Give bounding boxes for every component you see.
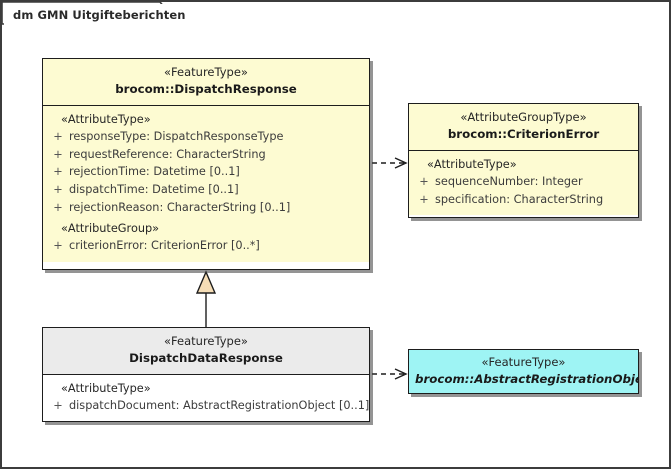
attribute-label: dispatchDocument: AbstractRegistrationOb… (69, 398, 370, 412)
visibility-marker: + (53, 398, 63, 412)
attribute-label: rejectionTime: Datetime [0..1] (69, 165, 240, 179)
class-dispatch-response[interactable]: «FeatureType» brocom::DispatchResponse «… (42, 58, 370, 270)
compartment-label-attributetype: «AttributeType» (427, 157, 517, 171)
visibility-marker: + (419, 174, 429, 188)
visibility-marker: + (53, 147, 63, 161)
class-header-dispatch-response: «FeatureType» brocom::DispatchResponse (43, 59, 369, 105)
compartment-label-attributetype: «AttributeType» (61, 112, 151, 126)
attribute-label: criterionError: CriterionError [0..*] (69, 238, 260, 252)
compartment-label-attributetype: «AttributeType» (61, 381, 151, 395)
class-name-label: brocom::DispatchResponse (115, 82, 297, 97)
class-abstract-registration-object[interactable]: «FeatureType» brocom::AbstractRegistrati… (408, 349, 639, 394)
attribute-label: specification: CharacterString (435, 192, 604, 206)
generalization-dispatchdataresponse-to-dispatchresponse[interactable] (195, 270, 217, 327)
class-dispatch-data-response[interactable]: «FeatureType» DispatchDataResponse «Attr… (42, 327, 370, 422)
class-body-dispatch-data-response: «AttributeType» + dispatchDocument: Abst… (43, 374, 369, 421)
visibility-marker: + (53, 129, 63, 143)
class-name-label: brocom::CriterionError (447, 127, 600, 142)
visibility-marker: + (53, 183, 63, 197)
stereotype-label: «AttributeGroupType» (460, 110, 587, 124)
attribute-row[interactable]: + dispatchDocument: AbstractRegistration… (47, 397, 369, 415)
class-header-criterion-error: «AttributeGroupType» brocom::CriterionEr… (409, 104, 638, 150)
visibility-marker: + (53, 238, 63, 252)
attribute-row[interactable]: + specification: CharacterString (413, 191, 634, 209)
class-name-label: brocom::AbstractRegistrationObject (415, 372, 639, 387)
attribute-row[interactable]: + rejectionTime: Datetime [0..1] (47, 163, 365, 181)
stereotype-label: «FeatureType» (164, 65, 248, 79)
class-criterion-error[interactable]: «AttributeGroupType» brocom::CriterionEr… (408, 103, 639, 218)
attribute-label: dispatchTime: Datetime [0..1] (69, 183, 239, 197)
attribute-label: responseType: DispatchResponseType (69, 129, 284, 143)
attribute-label: sequenceNumber: Integer (435, 174, 583, 188)
attribute-row[interactable]: + criterionError: CriterionError [0..*] (47, 237, 365, 255)
class-divider (43, 373, 369, 375)
compartment-label-attributegroup: «AttributeGroup» (61, 221, 160, 235)
visibility-marker: + (53, 201, 63, 215)
attribute-row[interactable]: + dispatchTime: Datetime [0..1] (47, 181, 365, 199)
diagram-title: dm GMN Uitgifteberichten (4, 4, 212, 26)
attribute-label: rejectionReason: CharacterString [0..1] (69, 201, 291, 215)
visibility-marker: + (419, 192, 429, 206)
attribute-row[interactable]: + responseType: DispatchResponseType (47, 128, 365, 146)
attribute-row[interactable]: + rejectionReason: CharacterString [0..1… (47, 199, 365, 217)
class-divider (409, 149, 638, 151)
class-header-abstract-registration-object: «FeatureType» brocom::AbstractRegistrati… (409, 355, 638, 388)
attribute-row[interactable]: + requestReference: CharacterString (47, 146, 365, 164)
stereotype-label: «FeatureType» (164, 334, 248, 348)
stereotype-label: «FeatureType» (481, 355, 566, 370)
attribute-label: requestReference: CharacterString (69, 147, 266, 161)
class-body-dispatch-response: «AttributeType» + responseType: Dispatch… (43, 105, 369, 262)
class-name-label: DispatchDataResponse (129, 351, 283, 366)
visibility-marker: + (53, 165, 63, 179)
attribute-row[interactable]: + sequenceNumber: Integer (413, 173, 634, 191)
class-divider (43, 104, 369, 106)
class-body-criterion-error: «AttributeType» + sequenceNumber: Intege… (409, 150, 638, 216)
class-header-dispatch-data-response: «FeatureType» DispatchDataResponse (43, 328, 369, 374)
